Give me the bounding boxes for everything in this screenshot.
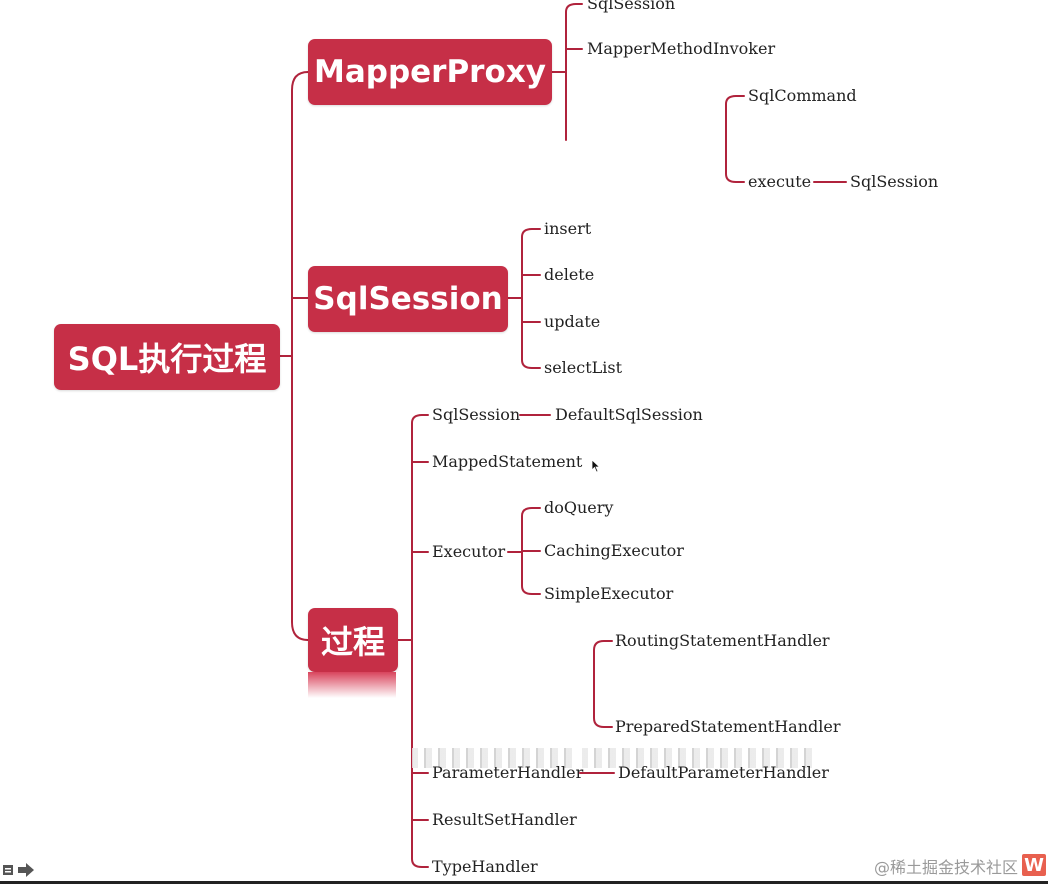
resultset-handler-leaf[interactable]: ResultSetHandler: [432, 810, 577, 829]
menu-icon[interactable]: [0, 861, 18, 879]
selectlist-leaf[interactable]: selectList: [544, 358, 623, 377]
sqlsession-bracket: [521, 228, 541, 369]
simple-executor-leaf[interactable]: SimpleExecutor: [544, 584, 674, 603]
type-handler-leaf[interactable]: TypeHandler: [432, 857, 538, 876]
sqlcommand-bracket: [725, 95, 745, 183]
process-label: 过程: [320, 623, 385, 661]
routing-handler-leaf[interactable]: RoutingStatementHandler: [615, 631, 830, 650]
sqlcommand-leaf[interactable]: SqlCommand: [748, 86, 857, 105]
sqlsession-node[interactable]: SqlSession: [308, 266, 508, 332]
mapperproxy-node[interactable]: MapperProxy: [308, 39, 552, 105]
handler-bracket: [593, 640, 613, 728]
bottom-bar: [0, 881, 1048, 884]
root-spine: [291, 71, 309, 641]
process-node[interactable]: 过程: [308, 608, 398, 672]
update-leaf[interactable]: update: [544, 312, 601, 331]
mapperproxy-label: MapperProxy: [314, 54, 546, 90]
execute-sqlsession-leaf[interactable]: SqlSession: [850, 172, 939, 191]
mp-sqlsession-leaf[interactable]: SqlSession: [587, 0, 676, 13]
proc-sqlsession-leaf[interactable]: SqlSession: [432, 405, 521, 424]
sqlsession-label: SqlSession: [313, 281, 503, 317]
delete-leaf[interactable]: delete: [544, 265, 595, 284]
caching-executor-leaf[interactable]: CachingExecutor: [544, 541, 684, 560]
render-glitch-left: [412, 748, 572, 768]
render-glitch-right: [582, 748, 814, 768]
insert-leaf[interactable]: insert: [544, 219, 592, 238]
mouse-cursor-icon: [591, 459, 601, 473]
mapperproxy-bracket: [565, 3, 583, 141]
executor-bracket: [521, 507, 541, 595]
parameter-handler-leaf[interactable]: ParameterHandler: [432, 763, 584, 782]
mapped-statement-leaf[interactable]: MappedStatement: [432, 452, 583, 471]
executor-leaf[interactable]: Executor: [432, 542, 506, 561]
default-sqlsession-leaf[interactable]: DefaultSqlSession: [555, 405, 703, 424]
default-parameter-handler-leaf[interactable]: DefaultParameterHandler: [618, 763, 829, 782]
prepared-handler-leaf[interactable]: PreparedStatementHandler: [615, 717, 841, 736]
doquery-leaf[interactable]: doQuery: [544, 498, 614, 517]
watermark-text: @稀土掘金技术社区: [873, 858, 1018, 877]
process-bracket: [411, 414, 429, 868]
mp-invoker-leaf[interactable]: MapperMethodInvoker: [587, 39, 776, 58]
root-node[interactable]: SQL执行过程: [54, 324, 280, 390]
execute-leaf[interactable]: execute: [748, 172, 812, 191]
next-arrow-icon[interactable]: [17, 861, 35, 879]
watermark-logo: W: [1022, 854, 1046, 876]
process-node-reflection: [308, 672, 396, 698]
root-label: SQL执行过程: [67, 340, 267, 378]
